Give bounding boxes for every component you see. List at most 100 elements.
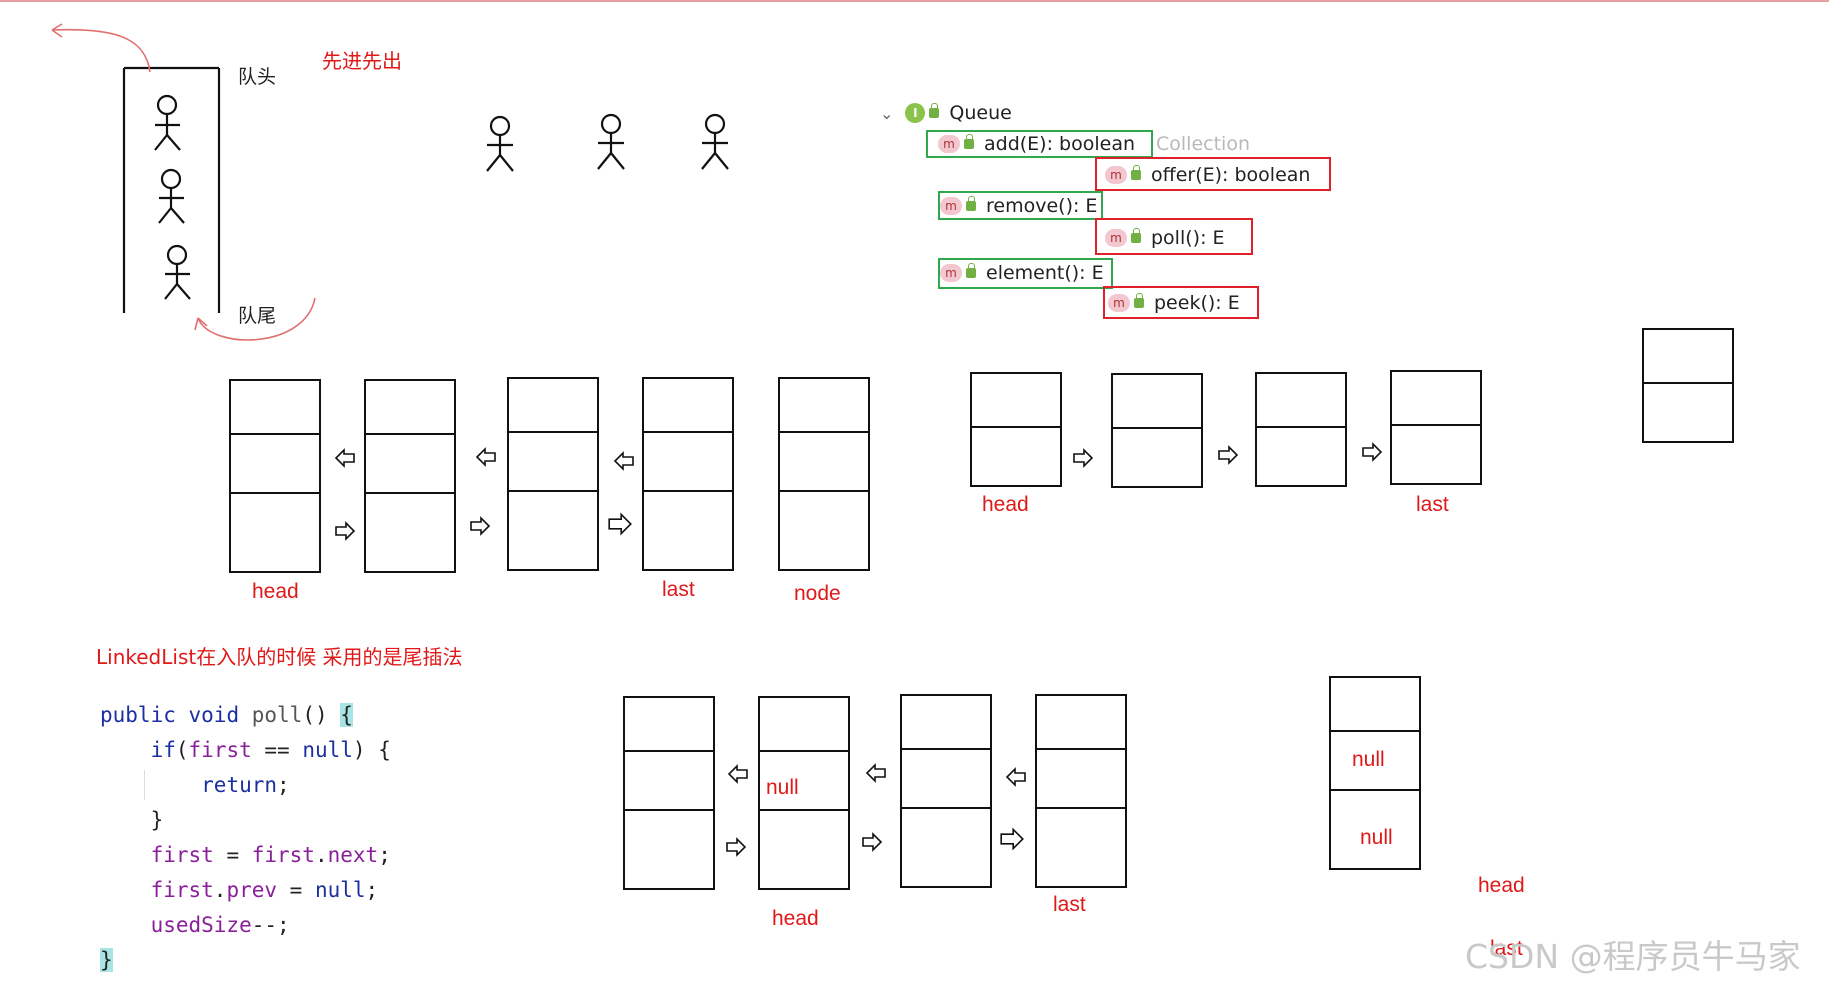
pointer-arrow bbox=[1000, 827, 1024, 851]
tree-node-queue[interactable]: ⌄ I Queue bbox=[880, 98, 1012, 128]
code-line: if(first == null) { bbox=[100, 733, 391, 768]
method-label: remove(): E bbox=[986, 195, 1098, 217]
stick-figure bbox=[154, 94, 181, 151]
code-token: null bbox=[314, 878, 366, 902]
label-node: node bbox=[794, 582, 841, 605]
watermark: CSDN @程序员牛马家 bbox=[1465, 937, 1801, 976]
tree-method-offer[interactable]: m offer(E): boolean bbox=[1105, 160, 1310, 190]
code-token: --; bbox=[251, 913, 290, 937]
code-line: first = first.next; bbox=[100, 838, 391, 873]
queue-container bbox=[122, 66, 221, 313]
highlight-red-poll bbox=[1095, 218, 1253, 255]
code-token: if bbox=[150, 738, 176, 762]
lock-icon bbox=[1131, 165, 1141, 180]
method-icon: m bbox=[1105, 229, 1127, 247]
indent-guide bbox=[144, 770, 145, 800]
code-token: first bbox=[251, 843, 315, 867]
tree-method-element[interactable]: m element(): E bbox=[940, 258, 1104, 288]
code-token: prev bbox=[226, 878, 278, 902]
code-token: next bbox=[327, 843, 379, 867]
pointer-arrow bbox=[470, 516, 491, 536]
label-head: head bbox=[1478, 874, 1525, 897]
code-token: . bbox=[314, 843, 328, 867]
method-label: offer(E): boolean bbox=[1151, 164, 1311, 186]
list-node bbox=[642, 377, 734, 571]
lock-icon bbox=[1131, 228, 1141, 243]
list-node bbox=[1035, 694, 1127, 888]
highlight-red-offer bbox=[1095, 157, 1331, 191]
list-node bbox=[229, 379, 321, 573]
method-label: peek(): E bbox=[1154, 292, 1240, 314]
list-node bbox=[1329, 676, 1421, 870]
pointer-arrow bbox=[608, 512, 632, 536]
code-token: } bbox=[150, 808, 164, 832]
lock-icon bbox=[966, 196, 976, 211]
method-label: add(E): boolean bbox=[984, 133, 1135, 155]
code-token: = bbox=[277, 878, 315, 902]
list-node bbox=[1390, 370, 1482, 485]
code-token: usedSize bbox=[150, 913, 252, 937]
list-node bbox=[1642, 328, 1734, 443]
code-token: null bbox=[302, 738, 353, 762]
pointer-arrow bbox=[1218, 445, 1239, 465]
pointer-arrow bbox=[613, 451, 634, 471]
tree-method-remove[interactable]: m remove(): E bbox=[940, 191, 1097, 221]
stick-figure bbox=[158, 168, 185, 224]
code-token: ) { bbox=[352, 738, 391, 762]
highlight-green-element bbox=[938, 258, 1113, 289]
code-token: () bbox=[302, 703, 328, 727]
label-last: last bbox=[1416, 493, 1449, 516]
label-head: head bbox=[772, 907, 819, 930]
interface-icon: I bbox=[905, 103, 926, 123]
method-label: poll(): E bbox=[1151, 227, 1225, 249]
code-token: . bbox=[213, 878, 227, 902]
code-token: ( bbox=[175, 738, 189, 762]
tree-method-peek[interactable]: m peek(): E bbox=[1108, 288, 1240, 318]
lock-icon bbox=[929, 103, 940, 118]
pointer-arrow bbox=[865, 763, 886, 783]
code-token: = bbox=[213, 843, 252, 867]
tree-method-add[interactable]: m add(E): boolean bbox=[938, 129, 1135, 159]
stick-figure bbox=[486, 115, 514, 172]
tree-method-poll[interactable]: m poll(): E bbox=[1105, 223, 1225, 253]
label-null: null bbox=[1360, 826, 1393, 849]
code-line: return; bbox=[100, 768, 391, 803]
code-line: usedSize--; bbox=[100, 908, 391, 943]
list-node bbox=[1111, 373, 1203, 488]
code-token: poll bbox=[251, 703, 303, 727]
list-node bbox=[900, 694, 992, 888]
code-token: first bbox=[188, 738, 252, 762]
queue-head-label: 队头 bbox=[238, 66, 277, 88]
code-line: public void poll() { bbox=[100, 698, 391, 733]
collection-hint: Collection bbox=[1156, 133, 1250, 155]
stick-figure bbox=[597, 113, 625, 170]
list-node bbox=[758, 696, 850, 890]
label-last: last bbox=[1490, 937, 1523, 960]
list-nodes bbox=[229, 328, 1734, 890]
chevron-down-icon[interactable]: ⌄ bbox=[880, 103, 894, 123]
method-icon: m bbox=[1108, 294, 1130, 312]
code-token: { bbox=[340, 703, 353, 727]
pointer-arrow bbox=[1073, 448, 1094, 468]
method-icon: m bbox=[938, 135, 960, 153]
label-head: head bbox=[252, 580, 299, 603]
code-line: first.prev = null; bbox=[100, 873, 391, 908]
pointer-arrow bbox=[726, 837, 747, 857]
list-node bbox=[507, 377, 599, 571]
method-icon: m bbox=[1105, 166, 1127, 184]
pointer-arrow bbox=[727, 764, 748, 784]
code-token: ; bbox=[277, 773, 290, 797]
code-token: ; bbox=[378, 843, 391, 867]
code-line: } bbox=[100, 803, 391, 838]
code-token: ; bbox=[365, 878, 379, 902]
list-node bbox=[364, 379, 456, 573]
code-line: } bbox=[100, 943, 391, 978]
list-node bbox=[1255, 372, 1347, 487]
enqueue-arrow bbox=[197, 297, 316, 341]
code-block: public void poll() { if(first == null) {… bbox=[100, 698, 391, 978]
fifo-slogan: 先进先出 bbox=[322, 51, 402, 73]
lock-icon bbox=[966, 263, 976, 278]
dequeue-arrow bbox=[51, 28, 151, 73]
code-token: public bbox=[100, 703, 176, 727]
